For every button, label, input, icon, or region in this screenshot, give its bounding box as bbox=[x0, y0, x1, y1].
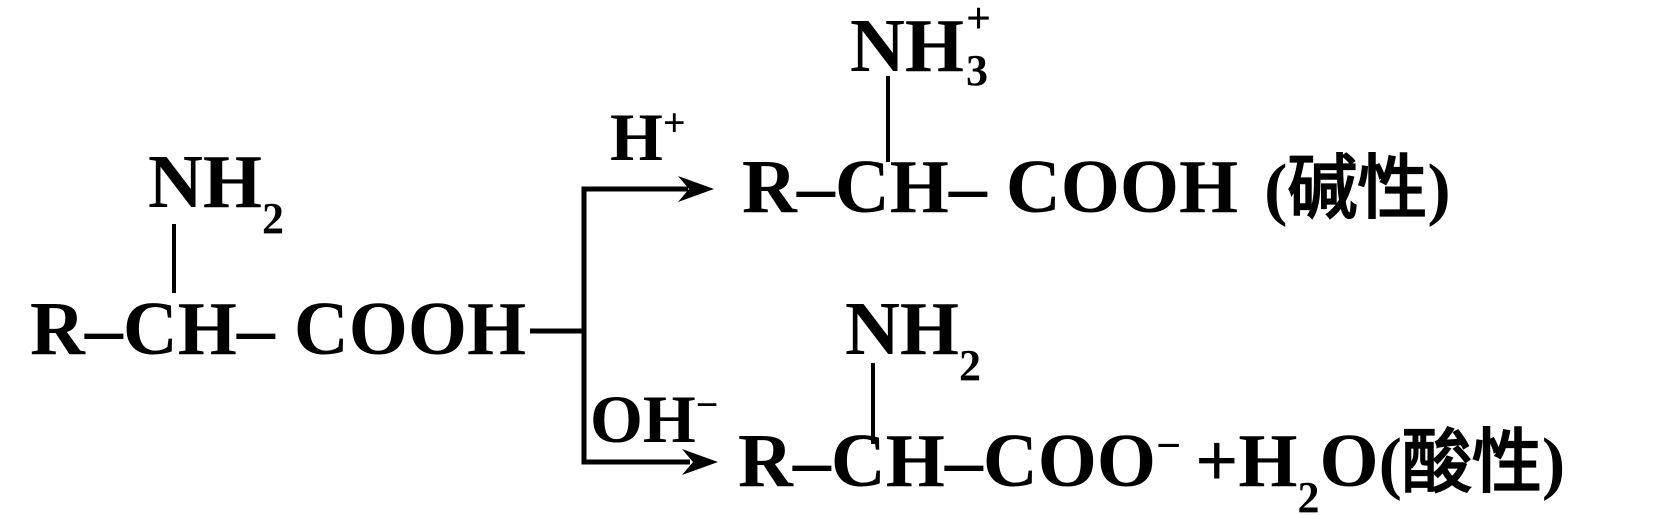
oh-minus-superscript: − bbox=[695, 382, 719, 427]
branch-bracket-line bbox=[581, 186, 690, 465]
bottom-product-charge-superscript: − bbox=[1156, 421, 1182, 470]
oh-minus-label: OH− bbox=[590, 382, 719, 454]
top-product-amine-text: NH bbox=[850, 4, 964, 88]
reactant-amine-text: NH bbox=[148, 140, 262, 224]
plus-water-term: +H2O bbox=[1195, 419, 1379, 515]
top-product-amine-charge-stack: +3 bbox=[964, 0, 998, 93]
reactant-amine-group: NH2 bbox=[148, 144, 284, 241]
h-plus-label: H+ bbox=[610, 100, 686, 172]
plus-water-lead-text: +H bbox=[1195, 419, 1298, 503]
bottom-product-chain-text: R–CH–COO bbox=[738, 419, 1156, 503]
top-product-amine-superscript: + bbox=[966, 0, 992, 43]
water-subscript: 2 bbox=[1297, 473, 1320, 515]
h-plus-text: H bbox=[610, 99, 663, 175]
reactant-chain-text: R–CH– COOH bbox=[30, 287, 527, 371]
water-oxygen-text: O bbox=[1319, 419, 1379, 503]
reactant-amine-subscript: 2 bbox=[262, 194, 284, 243]
top-product-note: (碱性) bbox=[1264, 151, 1451, 228]
oh-minus-text: OH bbox=[590, 381, 696, 457]
deprotonation-arrowhead bbox=[682, 449, 718, 475]
bottom-product-note: (酸性) bbox=[1378, 425, 1566, 502]
top-product-amine-subscript: 3 bbox=[966, 46, 988, 95]
reactant-chain: R–CH– COOH bbox=[30, 291, 526, 367]
protonation-arrowhead bbox=[678, 176, 714, 202]
h-plus-superscript: + bbox=[662, 100, 686, 145]
bottom-product-amine-group: NH2 bbox=[845, 291, 981, 388]
bottom-product-chain: R–CH–COO−+H2O(酸性) bbox=[738, 423, 1565, 515]
bottom-product-amine-subscript: 2 bbox=[959, 341, 981, 390]
top-product-chain-text: R–CH– COOH bbox=[742, 145, 1239, 229]
top-product-amine-group: NH+3 bbox=[850, 0, 998, 93]
top-product-chain: R–CH– COOH(碱性) bbox=[742, 149, 1451, 225]
bottom-product-amine-text: NH bbox=[845, 287, 959, 371]
